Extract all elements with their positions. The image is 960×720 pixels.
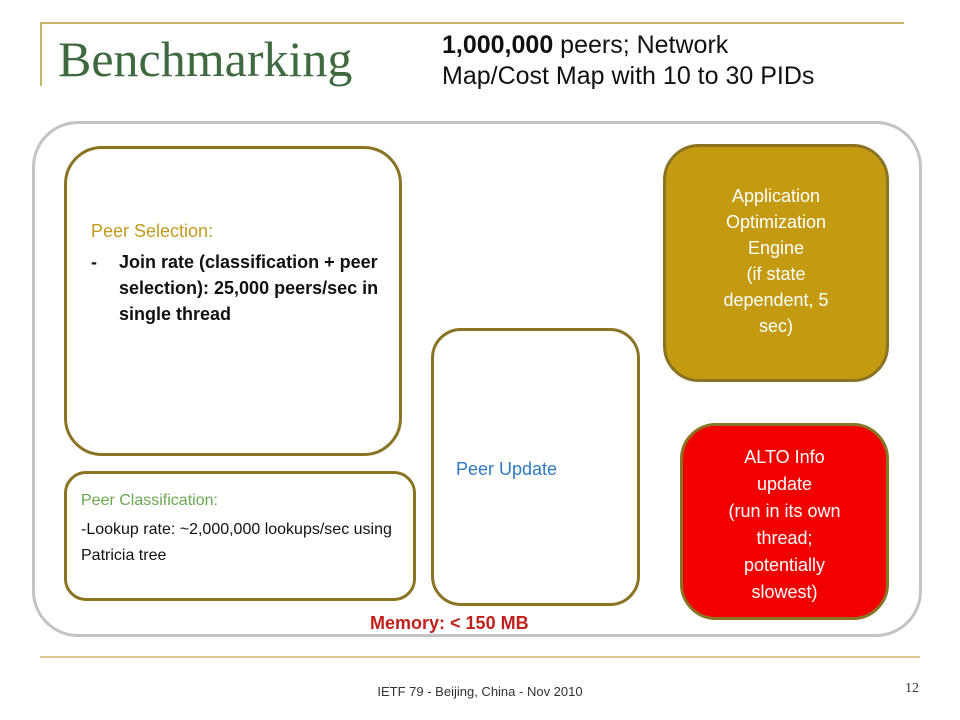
bottom-rule (40, 656, 920, 658)
app-engine-line: sec) (758, 316, 793, 336)
alto-line: ALTO Info (744, 447, 825, 467)
alto-line: update (756, 474, 813, 494)
app-engine-line: Engine (747, 238, 805, 258)
peer-classification-box: Peer Classification: -Lookup rate: ~2,00… (64, 471, 416, 601)
app-engine-line: Optimization (725, 212, 827, 232)
alto-line: thread; (756, 528, 813, 548)
memory-label: Memory: (370, 613, 446, 633)
slide-subtitle: 1,000,000 peers; Network Map/Cost Map wi… (442, 30, 814, 92)
alto-info-update-label: ALTO Info update (run in its own thread;… (683, 444, 886, 606)
left-rule (40, 22, 42, 86)
alto-line: (run in its own (728, 501, 841, 521)
peer-update-box: Peer Update (431, 328, 640, 606)
alto-info-update-box: ALTO Info update (run in its own thread;… (680, 423, 889, 620)
memory-value: < 150 MB (450, 613, 529, 633)
peer-selection-box: Peer Selection: - Join rate (classificat… (64, 146, 402, 456)
slide-footer: IETF 79 - Beijing, China - Nov 2010 (377, 684, 583, 699)
slide-title: Benchmarking (58, 31, 353, 87)
peer-update-label: Peer Update (456, 459, 558, 479)
peer-classification-heading: Peer Classification: (81, 492, 218, 509)
peer-classification-text: -Lookup rate: ~2,000,000 lookups/sec usi… (81, 521, 392, 564)
peer-selection-heading: Peer Selection: (91, 221, 214, 241)
alto-line: potentially (743, 555, 826, 575)
app-engine-line: (if state (746, 264, 806, 284)
app-engine-line: Application (731, 186, 821, 206)
memory-usage: Memory: < 150 MB (370, 613, 529, 634)
app-optimization-engine-label: Application Optimization Engine (if stat… (666, 183, 886, 339)
subtitle-line1: 1,000,000 peers; Network (442, 30, 814, 61)
subtitle-rest: peers; Network (553, 31, 729, 59)
app-optimization-engine-box: Application Optimization Engine (if stat… (663, 144, 889, 382)
peer-selection-bullet: - Join rate (classification + peer selec… (91, 249, 381, 327)
subtitle-bold: 1,000,000 (442, 31, 554, 59)
peer-selection-text: Join rate (classification + peer selecti… (119, 252, 379, 324)
system-container (32, 121, 922, 637)
subtitle-line2: Map/Cost Map with 10 to 30 PIDs (442, 62, 815, 90)
app-engine-line: dependent, 5 (723, 290, 829, 310)
bullet-dash: - (91, 252, 97, 272)
top-rule (40, 22, 904, 24)
page-number: 12 (905, 681, 919, 696)
alto-line: slowest) (751, 582, 818, 602)
